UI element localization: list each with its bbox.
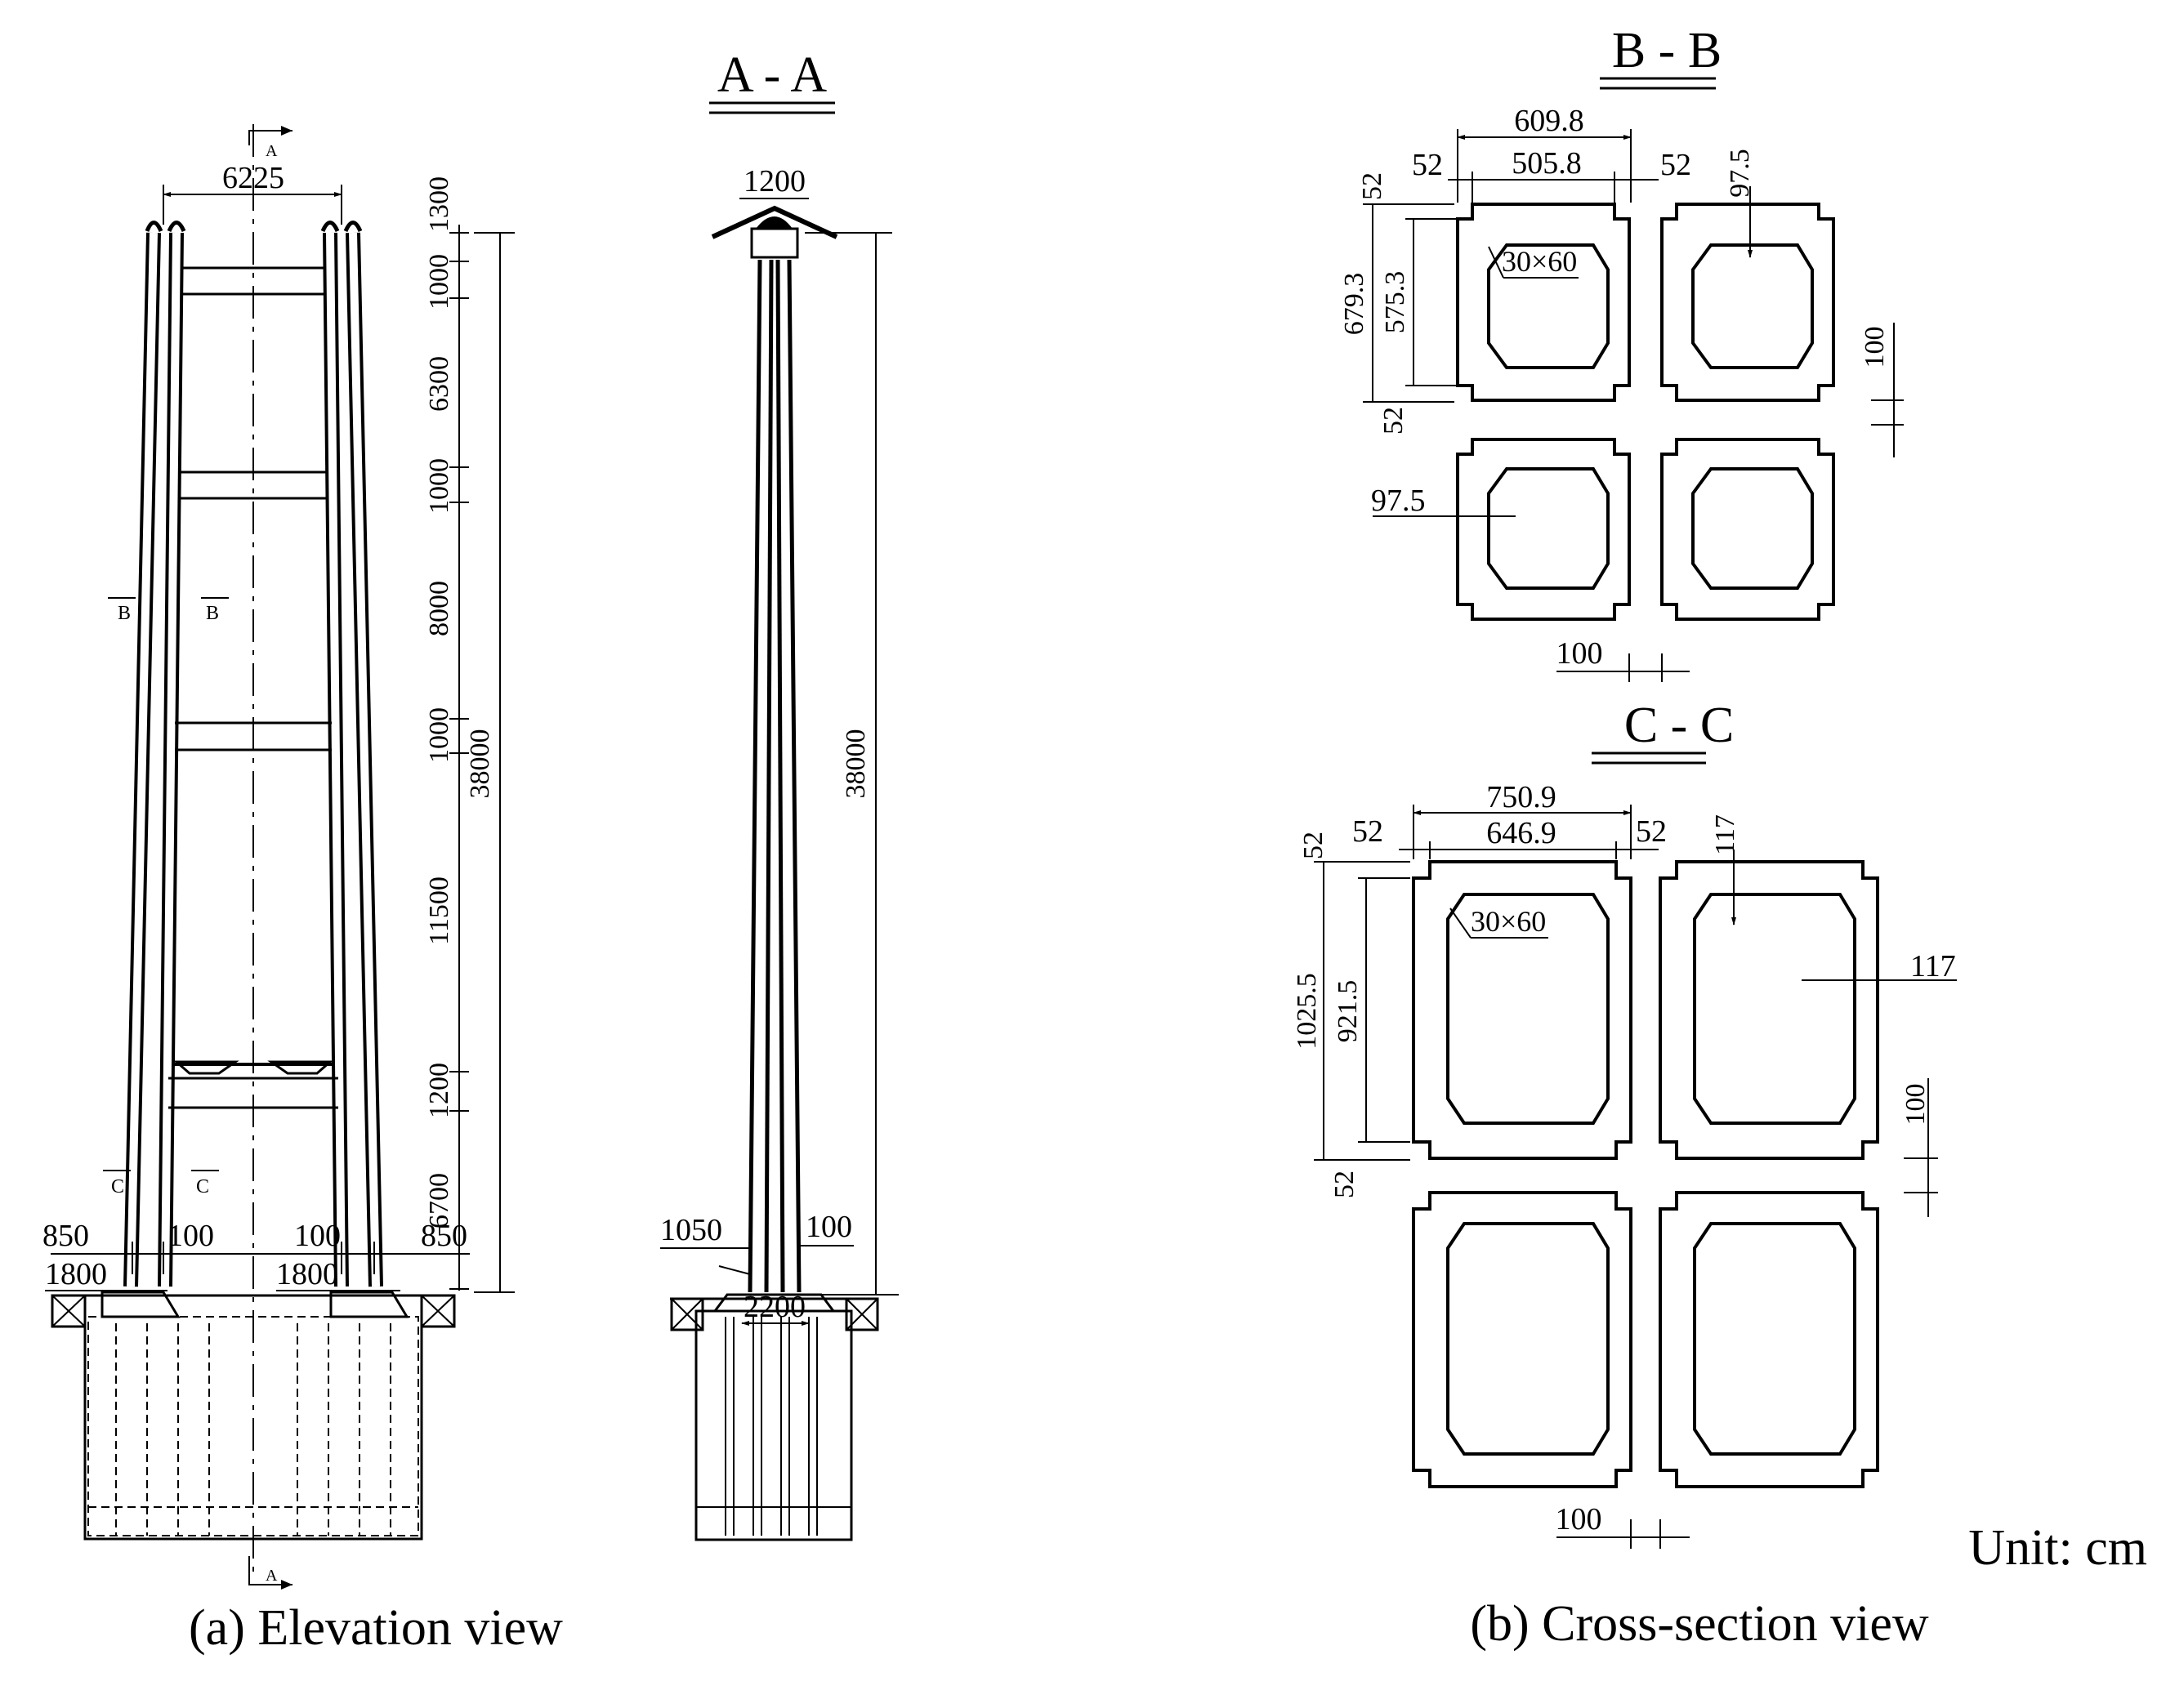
dim-h-8000: 8000 [424,581,454,636]
dim-cc-side-wall: 117 [1910,949,1956,983]
elevation-view: A A 6225 [42,124,563,1656]
pile-foundation [83,1294,423,1541]
dim-h-1000-a: 1000 [424,254,454,310]
dim-label-6225: 6225 [222,161,284,195]
dim-bb-side-wall: 97.5 [1371,484,1426,518]
aa-foundation [670,1293,879,1541]
deck-bearings [172,1060,335,1075]
cc-dimensions: 750.9 646.9 52 52 52 1025.5 921.5 52 30×… [1292,780,1957,1549]
section-aa-title: A - A [717,47,828,103]
dim-left-850: 850 [42,1219,89,1253]
dim-cc-top-52: 52 [1298,832,1329,859]
dim-h-38000: 38000 [465,729,495,799]
section-bb-title: B - B [1612,23,1722,78]
dim-aa-height: 38000 [805,232,899,1295]
dim-h-1200: 1200 [424,1063,454,1118]
dim-cc-gap-v: 100 [1900,1084,1931,1126]
dim-h-1000-b: 1000 [424,458,454,514]
cut-label-top: A [266,142,278,160]
dim-cc-top-wall: 117 [1710,814,1740,855]
dim-bb-left-52: 52 [1412,148,1443,182]
cut-marker-top: A [248,126,293,160]
bb-dimensions: 609.8 505.8 52 52 52 679.3 575.3 52 30×6… [1339,104,1904,682]
dim-aa-100: 100 [806,1210,852,1244]
caption-cross-section: (b) Cross-section view [1470,1596,1929,1652]
section-marks-c: C C [103,1170,219,1197]
dim-bb-505-8: 505.8 [1512,146,1582,181]
dim-cc-bottom-52: 52 [1329,1171,1360,1198]
dim-aa-1050: 1050 [660,1213,722,1247]
dim-bb-609-8: 609.8 [1514,104,1584,138]
dim-base-1800-right: 1800 [276,1257,338,1291]
dim-cc-921-5: 921.5 [1333,980,1363,1043]
section-c-left: C [111,1176,124,1197]
unit-label: Unit: cm [1968,1520,2147,1576]
tower-shaft-side [748,259,802,1293]
dim-cc-left-52: 52 [1352,814,1383,849]
dim-cc-chamfer: 30×60 [1471,905,1546,938]
section-bb: B - B 609.8 505.8 5 [1339,23,1904,682]
cut-marker-bottom: A [248,1556,293,1590]
dim-aa-38000: 38000 [841,729,871,799]
dim-total-height: 38000 [465,232,515,1293]
section-c-right: C [196,1176,209,1197]
dim-bb-top-52: 52 [1357,172,1387,200]
dim-segment-heights: 1300 1000 6300 1000 8000 1000 11500 1200… [424,176,469,1291]
tower-leg-left [123,221,186,1287]
dim-cc-750-9: 750.9 [1486,780,1556,814]
dim-right-850: 850 [421,1219,467,1253]
dim-bb-575-3: 575.3 [1380,271,1410,334]
dim-h-1300: 1300 [424,176,454,232]
dim-left-100: 100 [167,1219,214,1253]
caption-elevation: (a) Elevation view [189,1600,563,1656]
dim-bb-right-52: 52 [1660,148,1691,182]
section-aa: A - A 1200 38000 1050 100 [660,47,899,1541]
dim-base-offsets: 850 100 100 850 1800 1800 [42,1219,470,1291]
section-cc-title: C - C [1624,698,1734,753]
dim-top-1200: 1200 [744,164,806,198]
dim-bb-gap-v: 100 [1860,327,1890,368]
dim-cc-1025-5: 1025.5 [1292,973,1322,1050]
dim-bb-chamfer: 30×60 [1502,245,1577,278]
dim-bb-679-3: 679.3 [1339,273,1369,336]
dim-cc-gap-h: 100 [1556,1502,1602,1536]
dim-right-100: 100 [294,1219,341,1253]
cable-saddle [711,205,838,259]
cross-beams [168,266,338,1109]
dim-h-6700: 6700 [424,1173,454,1229]
section-cc: C - C 750.9 646.9 52 52 [1292,698,1957,1549]
dim-bb-bottom-52: 52 [1378,407,1409,435]
tower-leg-right [320,221,383,1287]
dim-bb-gap-h: 100 [1556,636,1603,671]
section-b-right: B [206,603,219,624]
dim-cc-646-9: 646.9 [1486,816,1556,850]
dim-h-1000-c: 1000 [424,707,454,763]
cut-label-bottom: A [266,1567,278,1585]
dim-cc-right-52: 52 [1636,814,1667,849]
dim-h-11500: 11500 [424,876,454,945]
section-marks-b: B B [108,597,229,624]
cc-cells [1412,860,1879,1488]
dim-base-1800-left: 1800 [45,1257,107,1291]
dim-h-6300: 6300 [424,356,454,412]
section-b-left: B [118,603,131,624]
dim-tower-width: 6225 [163,161,342,225]
